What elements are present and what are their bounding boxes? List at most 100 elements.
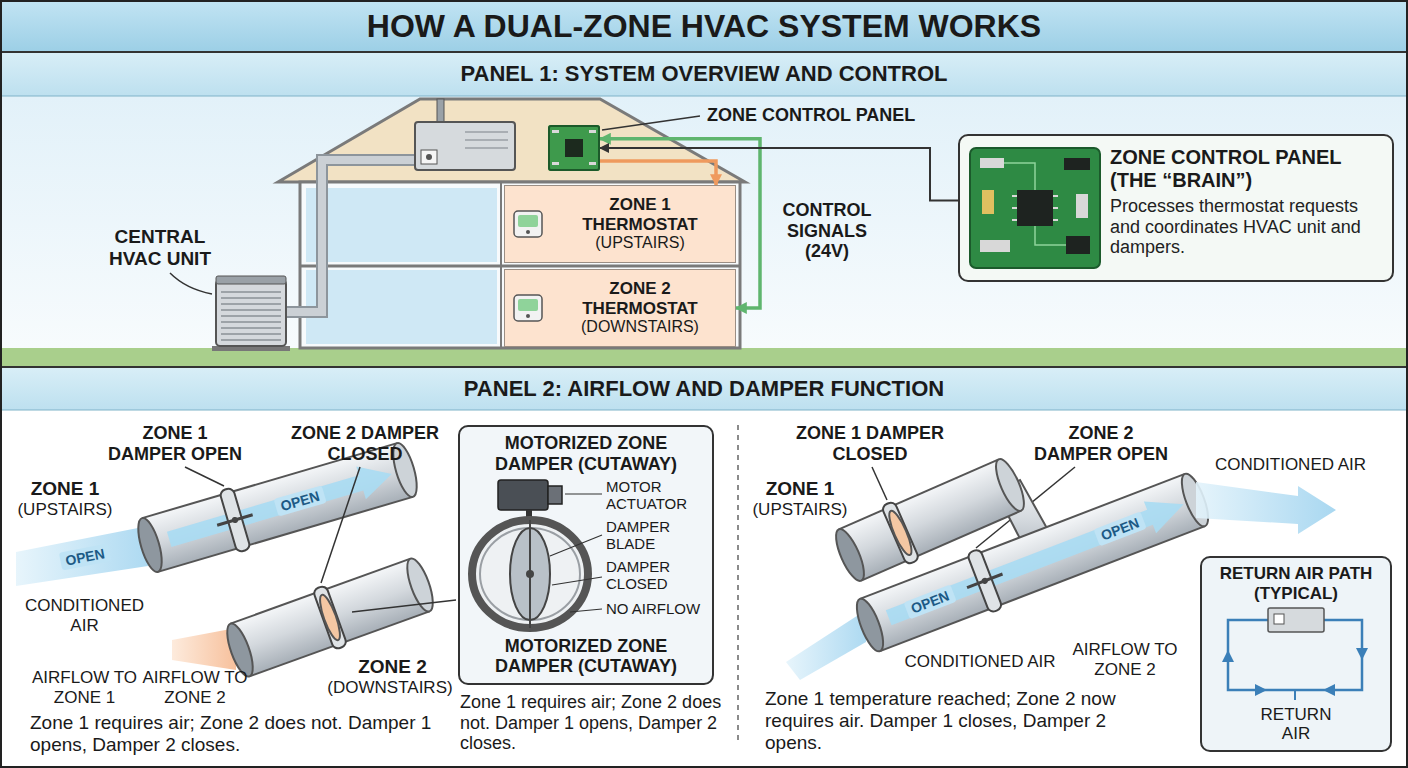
airflow-stream [1196, 482, 1336, 534]
flow-label: CONDITIONED AIR [1215, 455, 1390, 475]
callout-box-ground [958, 134, 1394, 282]
zone-2-duct [880, 526, 1205, 651]
zone-1-duct [231, 516, 238, 523]
page-grounds [0, 348, 1408, 366]
cutaway-heading: MOTORIZED ZONE DAMPER (CUTAWAY) [468, 433, 704, 474]
zone-subtitle: (UPSTAIRS) [595, 234, 684, 252]
circuit-board-picture [1066, 236, 1090, 254]
circuit-board-picture [1064, 158, 1090, 170]
return-air-loop [1356, 648, 1368, 660]
thermostat [514, 295, 542, 321]
house-cutaway [278, 99, 745, 348]
damper-cutaway-box: MOTORIZED ZONE DAMPER (CUTAWAY)MOTORIZED… [458, 425, 714, 685]
return-air-loop [1255, 684, 1267, 696]
circuit-board-picture [970, 148, 1100, 268]
damper-cutaway-picture [472, 480, 588, 628]
label-holder: DAMPER CLOSED [606, 558, 712, 593]
label-holder: ZONE 2 DAMPER CLOSED [284, 423, 446, 464]
air-handler [415, 99, 515, 170]
board-label: ZONE CONTROL PANEL [707, 105, 915, 126]
page-grounds [0, 52, 1408, 96]
page-grounds [0, 366, 1408, 368]
circuit-board-picture [1053, 195, 1058, 197]
damper-label: ZONE 2 DAMPER OPEN [1030, 423, 1172, 464]
zone-2-duct [852, 596, 889, 655]
control-board [548, 125, 600, 171]
label-holder: MOTOR ACTUATOR [606, 478, 712, 513]
panel-heading: PANEL 2: AIRFLOW AND DAMPER FUNCTION [0, 368, 1408, 401]
label-holder: Zone 1 requires air; Zone 2 does not. Da… [460, 692, 732, 754]
house-cutaway [500, 182, 502, 348]
leader-line [602, 116, 700, 130]
panel-heading: PANEL 1: SYSTEM OVERVIEW AND CONTROL [0, 52, 1408, 86]
control-board [589, 130, 596, 133]
label-holder: (UPSTAIRS) [5, 500, 125, 520]
zone-label: ZONE 1 [750, 478, 850, 500]
zone-room: ZONE 2 THERMOSTAT(DOWNSTAIRS) [504, 269, 736, 347]
zone-2-duct [967, 574, 1002, 588]
zone-2-duct [316, 593, 344, 642]
title-bar: HOW A DUAL-ZONE HVAC SYSTEM WORKS [0, 0, 1408, 52]
step-caption: Zone 1 temperature reached; Zone 2 now r… [765, 688, 1165, 754]
air-handler [465, 131, 508, 133]
flow-label: AIRFLOW TO ZONE 2 [140, 668, 250, 707]
zone-1-duct [885, 509, 915, 558]
damper-cutaway-picture [526, 570, 534, 578]
zone-label: ZONE 2 [330, 656, 455, 678]
damper-label: ZONE 2 DAMPER CLOSED [284, 423, 446, 464]
page-grounds [0, 96, 1408, 97]
circuit-board-picture [1012, 207, 1017, 209]
zone-label: ZONE 1 [15, 478, 115, 500]
control-signal-arrow [600, 148, 958, 201]
zone-1-duct [133, 516, 166, 575]
diagram-title: HOW A DUAL-ZONE HVAC SYSTEM WORKS [367, 8, 1041, 45]
zone-subtitle: (UPSTAIRS) [5, 500, 125, 520]
return-air-loop [1274, 614, 1284, 624]
air-handler [426, 154, 432, 160]
air-handler [415, 122, 515, 170]
circuit-board-picture [1012, 195, 1017, 197]
thermostat [518, 215, 538, 227]
return-heading: RETURN AIR PATH (TYPICAL) [1208, 564, 1384, 603]
leader-line [552, 577, 602, 585]
part-label: DAMPER CLOSED [606, 558, 712, 593]
leader-line [352, 600, 456, 612]
cutaway-box-ground [458, 425, 714, 685]
outdoor-condenser [221, 321, 281, 323]
leader-line [321, 467, 360, 583]
callout-body: Processes thermostat requests and coordi… [1110, 196, 1380, 258]
zone-1-duct [831, 526, 870, 585]
circuit-board-picture [1076, 194, 1088, 218]
callout-box: ZONE CONTROL PANEL (THE “BRAIN”)Processe… [958, 134, 1394, 282]
zone-subtitle: (DOWNSTAIRS) [320, 678, 460, 698]
house-cutaway [300, 265, 740, 268]
flow-label: AIRFLOW TO ZONE 2 [1070, 640, 1180, 679]
zone-heading: ZONE 1 THERMOSTAT [551, 195, 729, 234]
outdoor-condenser [216, 280, 286, 346]
house-cutaway [306, 188, 497, 262]
label-holder: ZONE 1 [750, 478, 850, 500]
circuit-board-picture [970, 148, 1100, 268]
supply-duct [286, 160, 415, 312]
label-holder: CENTRAL HVAC UNIT [95, 226, 225, 270]
circuit-board-picture [1012, 219, 1017, 221]
zone-control-board: ZONE CONTROL PANEL [548, 125, 600, 171]
outdoor-condenser [221, 297, 281, 299]
flow-label: CONDITIONED AIR [22, 596, 147, 635]
label-holder: AIRFLOW TO ZONE 1 [22, 668, 147, 707]
outdoor-condenser [221, 339, 281, 341]
step-caption: Zone 1 requires air; Zone 2 does not. Da… [460, 692, 732, 754]
part-label: MOTOR ACTUATOR [606, 478, 712, 513]
zone-1-duct [839, 459, 999, 529]
outdoor-condenser [221, 327, 281, 329]
circuit-board-picture [1035, 226, 1066, 245]
leader-line [170, 273, 212, 294]
label-holder: AIRFLOW TO ZONE 2 [1070, 640, 1180, 679]
control-board [548, 125, 600, 171]
page-grounds [0, 368, 1408, 410]
label-holder: ZONE 1 [15, 478, 115, 500]
page-grounds [0, 51, 1408, 53]
label-holder: NO AIRFLOW [606, 600, 712, 617]
